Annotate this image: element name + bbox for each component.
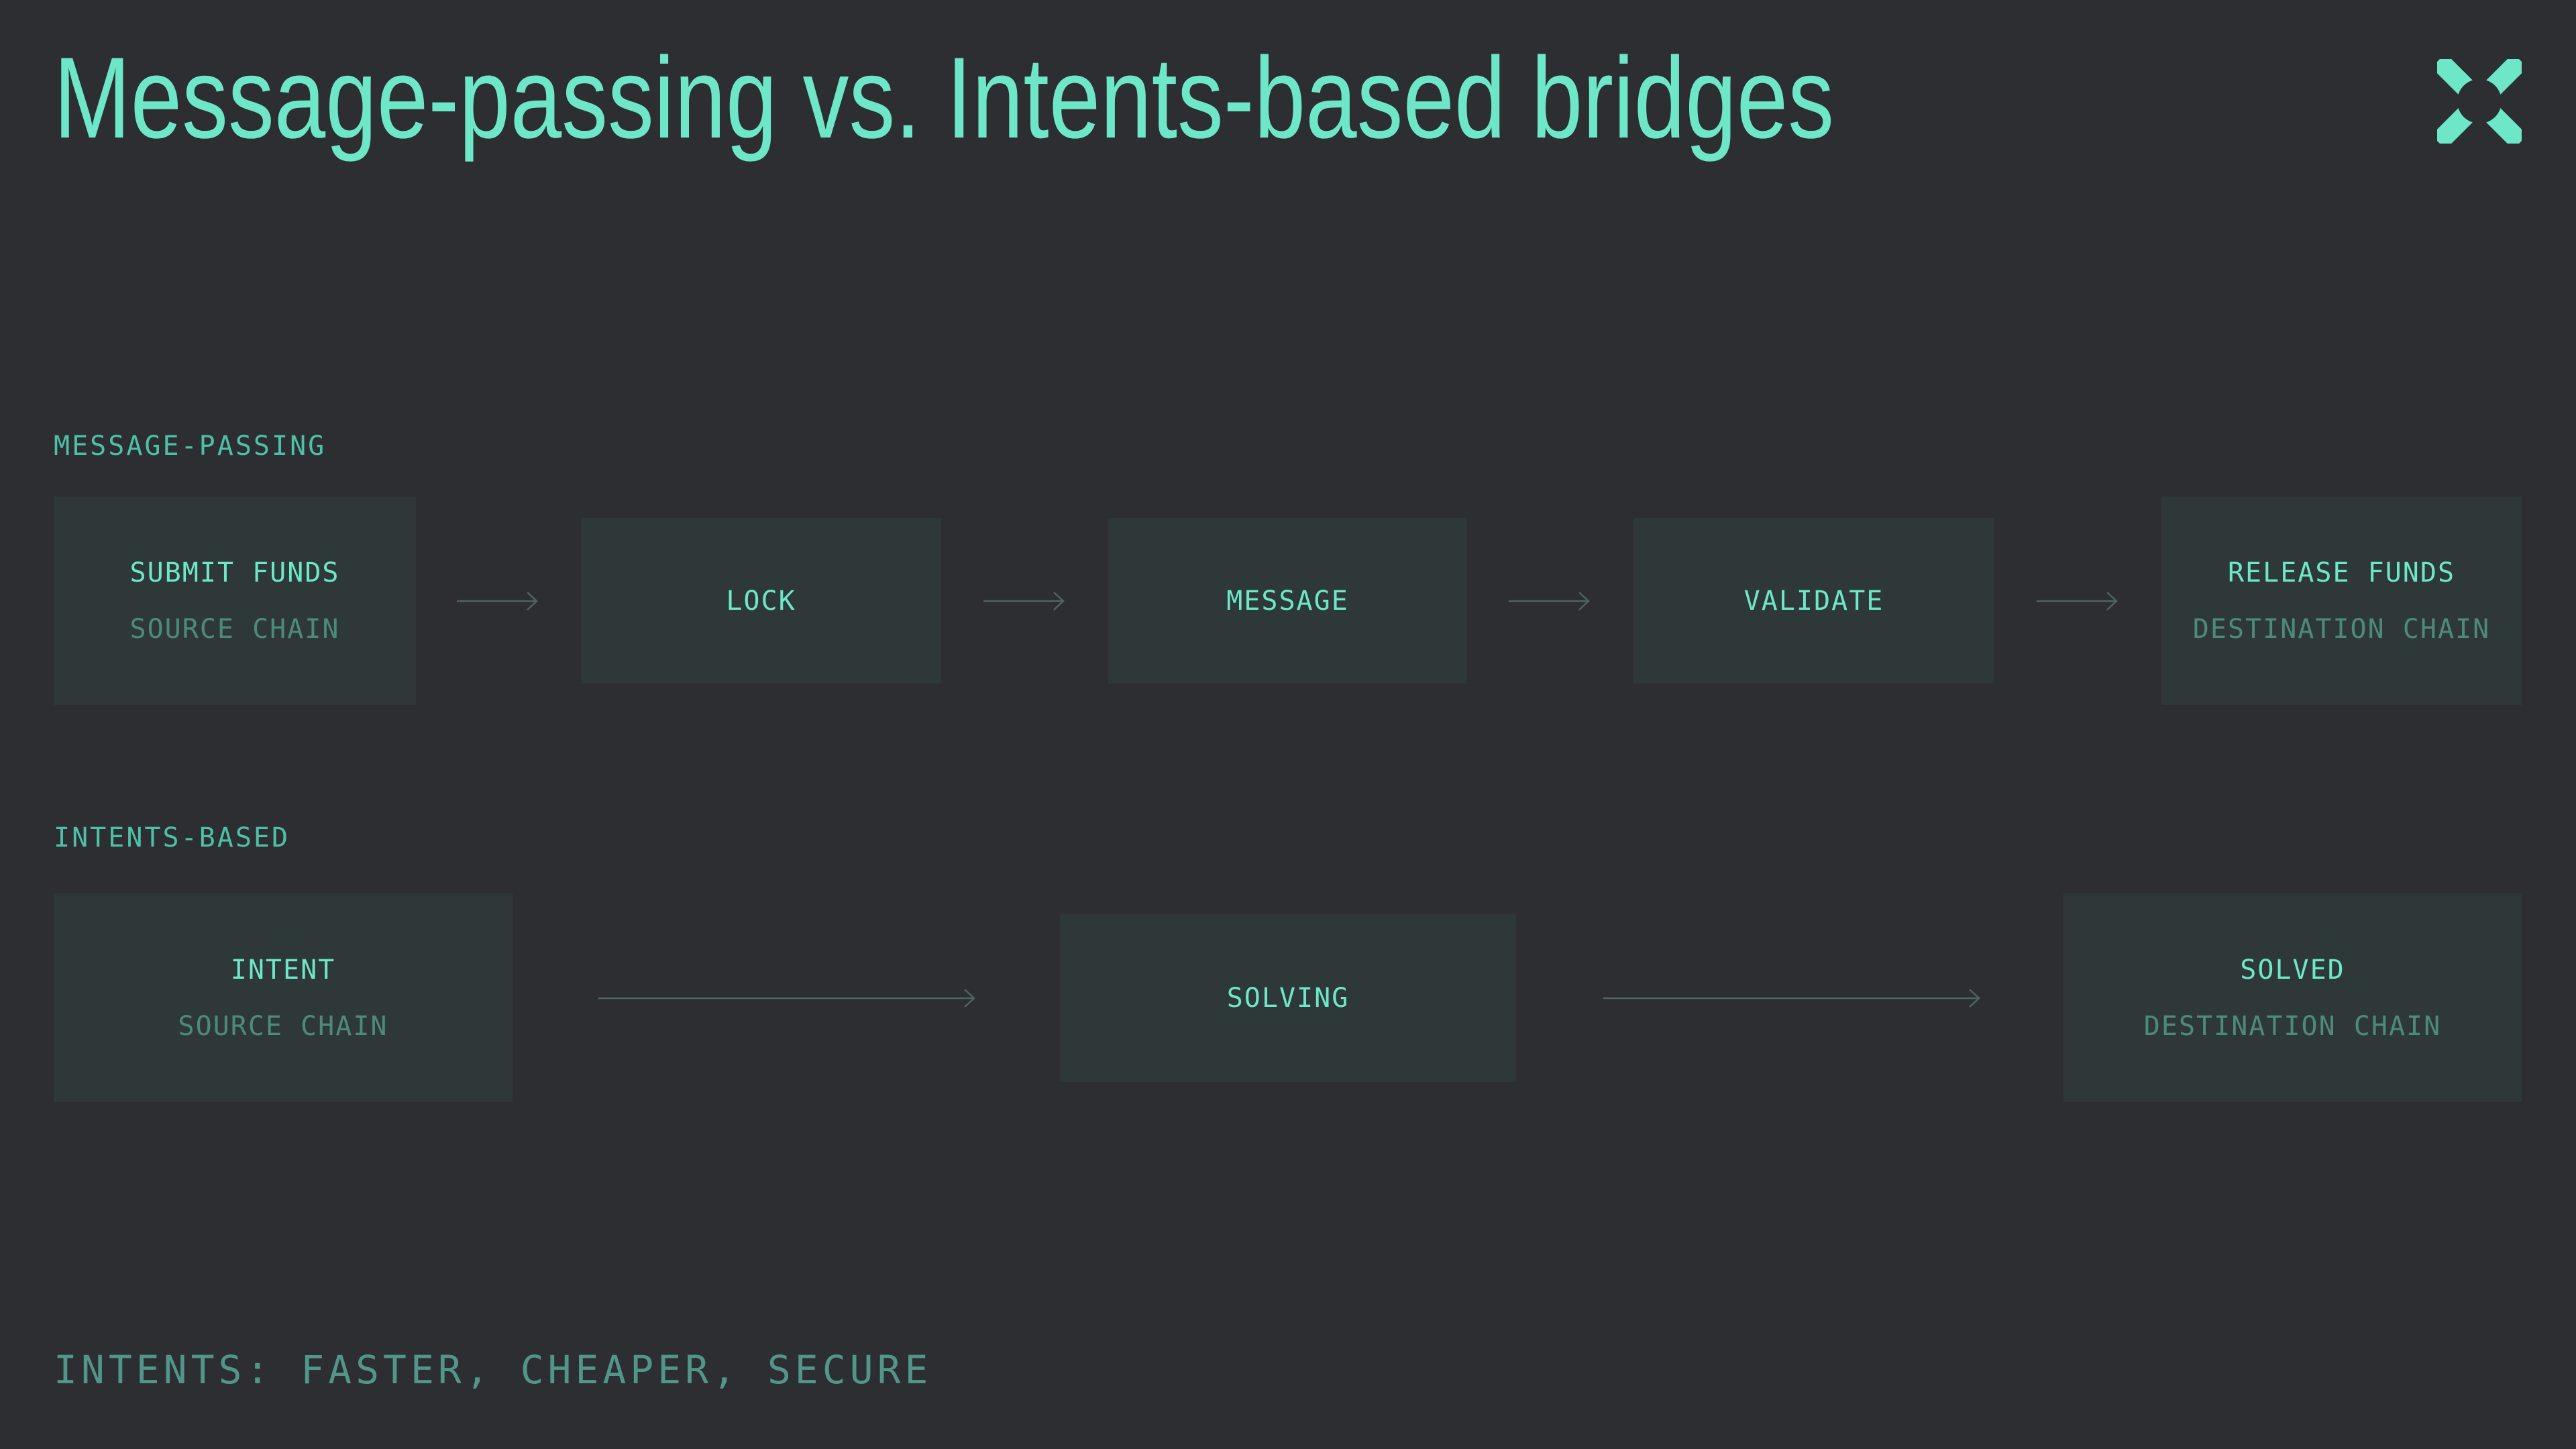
flow-box-intent: INTENT SOURCE CHAIN xyxy=(54,894,513,1102)
box-title: INTENT xyxy=(230,954,336,985)
arrow-right-icon xyxy=(457,592,538,610)
footer-tagline: INTENTS: FASTER, CHEAPER, SECURE xyxy=(54,1347,932,1393)
x-logo-icon xyxy=(2437,59,2522,144)
arrow-right-icon xyxy=(1509,592,1590,610)
section-label-message-passing: MESSAGE-PASSING xyxy=(54,431,327,462)
flow-box-validate: VALIDATE xyxy=(1633,518,1994,684)
box-title: SOLVED xyxy=(2240,954,2345,985)
arrow-right-icon xyxy=(1603,989,1980,1008)
section-label-intents-based: INTENTS-BASED xyxy=(54,822,290,853)
box-title: LOCK xyxy=(726,585,796,616)
flow-box-release-funds: RELEASE FUNDS DESTINATION CHAIN xyxy=(2161,496,2522,705)
flow-box-submit-funds: SUBMIT FUNDS SOURCE CHAIN xyxy=(54,496,416,705)
page-title-text: Message-passing vs. Intents-based bridge… xyxy=(54,34,1835,162)
flow-box-solving: SOLVING xyxy=(1060,914,1516,1082)
flow-box-message: MESSAGE xyxy=(1108,518,1467,684)
box-title: VALIDATE xyxy=(1743,585,1884,616)
page-title: Message-passing vs. Intents-based bridge… xyxy=(54,34,2279,162)
arrow-right-icon xyxy=(983,592,1065,610)
box-title: RELEASE FUNDS xyxy=(2227,557,2456,588)
box-subtitle: DESTINATION CHAIN xyxy=(2192,613,2491,645)
flow-box-lock: LOCK xyxy=(581,518,941,684)
box-title: MESSAGE xyxy=(1226,585,1349,616)
arrow-right-icon xyxy=(598,989,975,1008)
arrow-right-icon xyxy=(2037,592,2118,610)
box-subtitle: SOURCE CHAIN xyxy=(129,613,340,645)
box-subtitle: DESTINATION CHAIN xyxy=(2143,1010,2442,1042)
box-title: SUBMIT FUNDS xyxy=(129,557,340,588)
flow-box-solved: SOLVED DESTINATION CHAIN xyxy=(2063,894,2522,1102)
box-title: SOLVING xyxy=(1226,983,1350,1014)
box-subtitle: SOURCE CHAIN xyxy=(178,1010,388,1042)
